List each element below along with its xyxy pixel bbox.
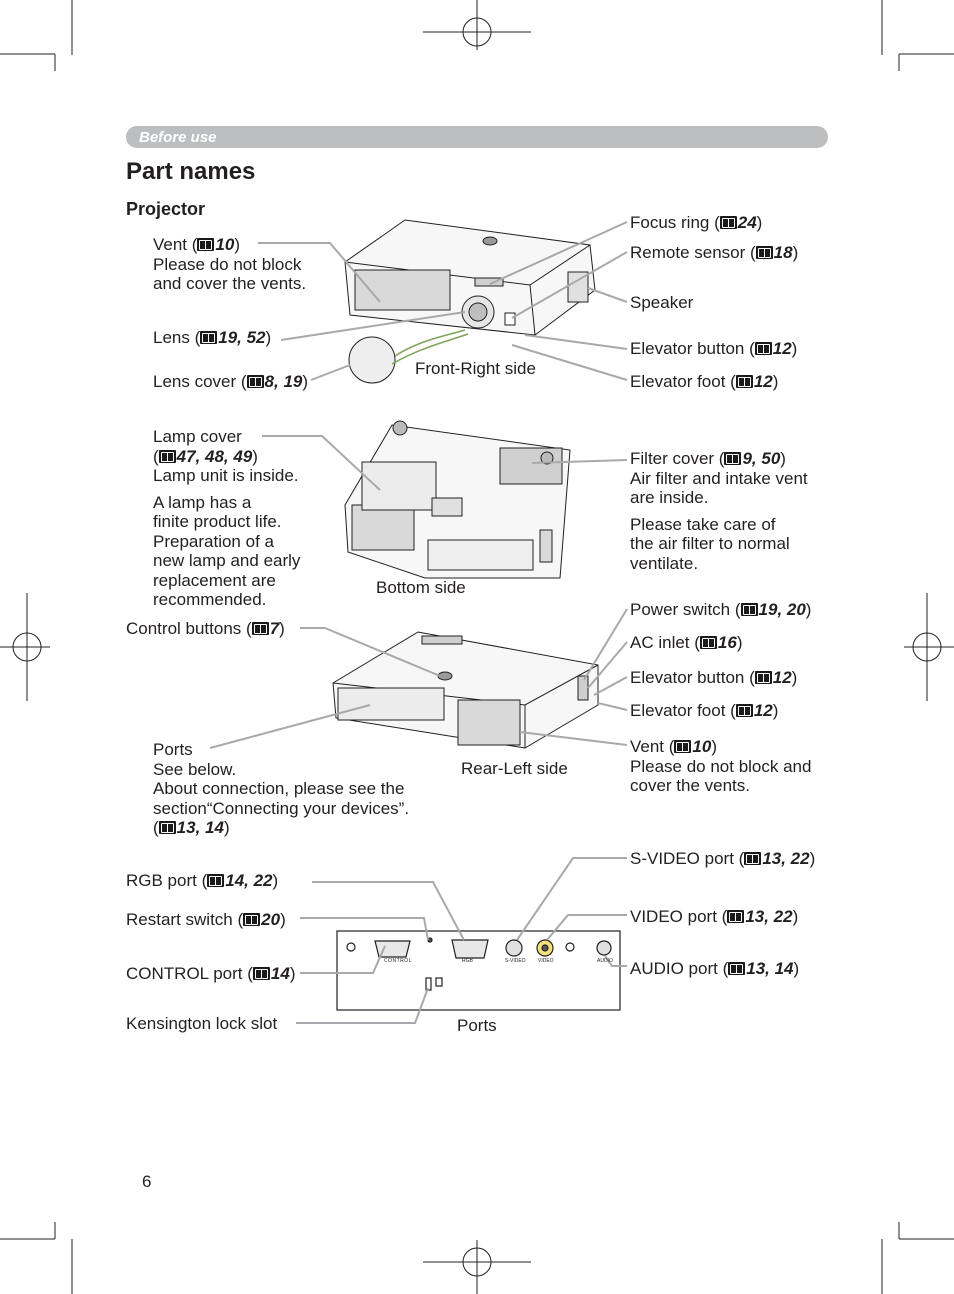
book-icon xyxy=(246,375,264,388)
caption-rear-left: Rear-Left side xyxy=(461,759,568,778)
book-icon xyxy=(197,238,215,251)
section-bar xyxy=(126,126,828,148)
book-icon xyxy=(727,910,745,923)
label-focus-ring: Focus ring (24) xyxy=(630,213,763,232)
label-video-port: VIDEO port (13, 22) xyxy=(630,907,799,926)
label-kensington-lock-slot: Kensington lock slot xyxy=(126,1014,278,1033)
panel-label-video: VIDEO xyxy=(538,958,554,964)
book-icon xyxy=(755,246,773,259)
label-lens-cover: Lens cover (8, 19) xyxy=(153,372,309,391)
book-icon xyxy=(719,216,737,229)
book-icon xyxy=(754,671,772,684)
label-vent-rear: Vent (10) Please do not block and cover … xyxy=(630,737,812,795)
panel-label-svideo: S-VIDEO xyxy=(505,958,526,964)
section-label: Before use xyxy=(139,129,217,146)
book-icon xyxy=(252,967,270,980)
book-icon xyxy=(158,821,176,834)
label-remote-sensor: Remote sensor (18) xyxy=(630,243,799,262)
caption-ports: Ports xyxy=(457,1016,497,1035)
label-filter-cover: Filter cover (9, 50) Air filter and inta… xyxy=(630,449,808,573)
page-title: Part names xyxy=(126,158,256,185)
caption-bottom: Bottom side xyxy=(376,578,466,597)
book-icon xyxy=(740,603,758,616)
projector-bottom-drawing xyxy=(344,420,571,579)
book-icon xyxy=(724,452,742,465)
label-lens: Lens (19, 52) xyxy=(153,328,272,347)
label-speaker: Speaker xyxy=(630,293,694,312)
label-elevator-button-rear: Elevator button (12) xyxy=(630,668,798,687)
label-power-switch: Power switch (19, 20) xyxy=(630,600,812,619)
label-elevator-foot-front: Elevator foot (12) xyxy=(630,372,779,391)
label-lamp-cover: Lamp cover (47, 48, 49) Lamp unit is ins… xyxy=(153,427,301,609)
label-control-port: CONTROL port (14) xyxy=(126,964,296,983)
label-ports: Ports See below. About connection, pleas… xyxy=(153,740,410,837)
panel-label-control: CONTROL xyxy=(384,958,412,964)
label-ac-inlet: AC inlet (16) xyxy=(630,633,743,652)
ports-panel-drawing xyxy=(336,930,621,1011)
book-icon xyxy=(158,449,176,463)
book-icon xyxy=(728,962,746,975)
projector-rear-left-drawing xyxy=(332,631,599,749)
book-icon xyxy=(744,852,762,865)
book-icon xyxy=(754,342,772,355)
panel-label-audio: AUDIO xyxy=(597,958,613,964)
label-control-buttons: Control buttons (7) xyxy=(126,619,285,638)
page-number: 6 xyxy=(142,1172,152,1191)
book-icon xyxy=(735,704,753,717)
label-vent-top: Vent (10) Please do not block and cover … xyxy=(153,235,307,293)
label-elevator-button-front: Elevator button (12) xyxy=(630,339,798,358)
book-icon xyxy=(699,636,717,649)
book-icon xyxy=(674,740,692,753)
caption-front-right: Front-Right side xyxy=(415,359,536,378)
book-icon xyxy=(200,331,218,344)
section-subtitle: Projector xyxy=(126,199,206,219)
book-icon xyxy=(243,913,261,926)
label-audio-port: AUDIO port (13, 14) xyxy=(630,959,800,978)
label-rgb-port: RGB port (14, 22) xyxy=(126,871,279,890)
label-restart-switch: Restart switch (20) xyxy=(126,910,286,929)
label-svideo-port: S-VIDEO port (13, 22) xyxy=(630,849,816,868)
book-icon xyxy=(251,622,269,635)
book-icon xyxy=(207,874,225,887)
label-elevator-foot-rear: Elevator foot (12) xyxy=(630,701,779,720)
panel-label-rgb: RGB xyxy=(462,958,473,964)
leader-lines xyxy=(209,221,628,1024)
book-icon xyxy=(735,375,753,388)
